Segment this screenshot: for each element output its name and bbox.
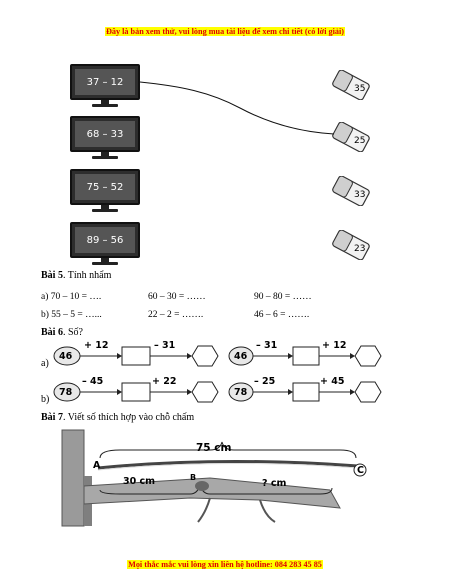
eraser-3: 33	[330, 175, 372, 207]
bai5-label: Bài 5	[41, 270, 63, 281]
bai5-item: 60 – 30 = ……	[148, 292, 206, 302]
chain-op1: + 12	[84, 340, 109, 351]
hotline-banner: Mọi thắc mắc vui lòng xin liên hệ hotlin…	[0, 560, 450, 569]
bai5-item: 46 – 6 = …….	[254, 310, 310, 320]
chain-op1: – 25	[254, 376, 276, 387]
eraser-4: 23	[330, 229, 372, 261]
chain-op2: + 12	[322, 340, 347, 351]
bai6-title: . Số?	[62, 327, 83, 338]
chain-op2: – 31	[154, 340, 176, 351]
preview-banner: Đây là bản xem thử, vui lòng mua tài liệ…	[0, 27, 450, 36]
chain-op1: – 45	[82, 376, 104, 387]
monitor-expression: 75 – 52	[75, 174, 135, 200]
chain-op2: + 22	[152, 376, 177, 387]
chain-op2: + 45	[320, 376, 345, 387]
chain-start-number: 46	[59, 351, 73, 362]
point-c-label: C	[357, 465, 364, 476]
preview-banner-text: Đây là bản xem thử, vui lòng mua tài liệ…	[104, 27, 345, 36]
bai6-label: Bài 6	[41, 327, 63, 338]
eraser-number: 25	[354, 136, 366, 146]
bai7-title: . Viết số thích hợp vào chỗ chấm	[62, 412, 195, 423]
number-chain-3	[53, 381, 219, 403]
bai5-heading: Bài 5. Tính nhẩm	[41, 270, 111, 281]
chain-start-number: 46	[234, 351, 248, 362]
point-a-label: A	[93, 460, 101, 471]
eraser-number: 23	[354, 244, 366, 254]
bai5-title: . Tính nhẩm	[62, 270, 112, 281]
eraser-1: 35	[330, 69, 372, 101]
total-length-label: 75 cm	[196, 442, 232, 454]
monitor-4: 89 – 56	[70, 222, 140, 265]
part2-length-label: ? cm	[262, 478, 287, 489]
number-chain-4	[228, 381, 382, 403]
chain-op1: – 31	[256, 340, 278, 351]
point-b-label: B	[190, 473, 197, 482]
bai6-row-b-label: b)	[41, 394, 50, 405]
eraser-number: 33	[354, 190, 366, 200]
part1-length-label: 30 cm	[123, 476, 156, 487]
hotline-banner-text: Mọi thắc mắc vui lòng xin liên hệ hotlin…	[127, 560, 323, 569]
bai5-item: 22 – 2 = …….	[148, 310, 204, 320]
bai7-heading: Bài 7. Viết số thích hợp vào chỗ chấm	[41, 412, 194, 423]
number-chain-2	[228, 345, 382, 367]
monitor-expression: 68 – 33	[75, 121, 135, 147]
number-chain-1	[53, 345, 219, 367]
eraser-number: 35	[354, 84, 366, 94]
monitor-2: 68 – 33	[70, 116, 140, 159]
bai5-item: b) 55 – 5 = …...	[41, 310, 102, 320]
bai6-row-a-label: a)	[41, 358, 49, 369]
chain-start-number: 78	[59, 387, 73, 398]
eraser-2: 25	[330, 121, 372, 153]
branch-illustration	[61, 429, 367, 527]
matching-connector-line	[139, 81, 335, 135]
bai7-label: Bài 7	[41, 412, 63, 423]
monitor-expression: 89 – 56	[75, 227, 135, 253]
bai6-heading: Bài 6. Số?	[41, 327, 83, 338]
bai5-item: a) 70 – 10 = ….	[41, 292, 102, 302]
monitor-3: 75 – 52	[70, 169, 140, 212]
monitor-1: 37 – 12	[70, 64, 140, 107]
bai5-item: 90 – 80 = ……	[254, 292, 312, 302]
chain-start-number: 78	[234, 387, 248, 398]
monitor-expression: 37 – 12	[75, 69, 135, 95]
